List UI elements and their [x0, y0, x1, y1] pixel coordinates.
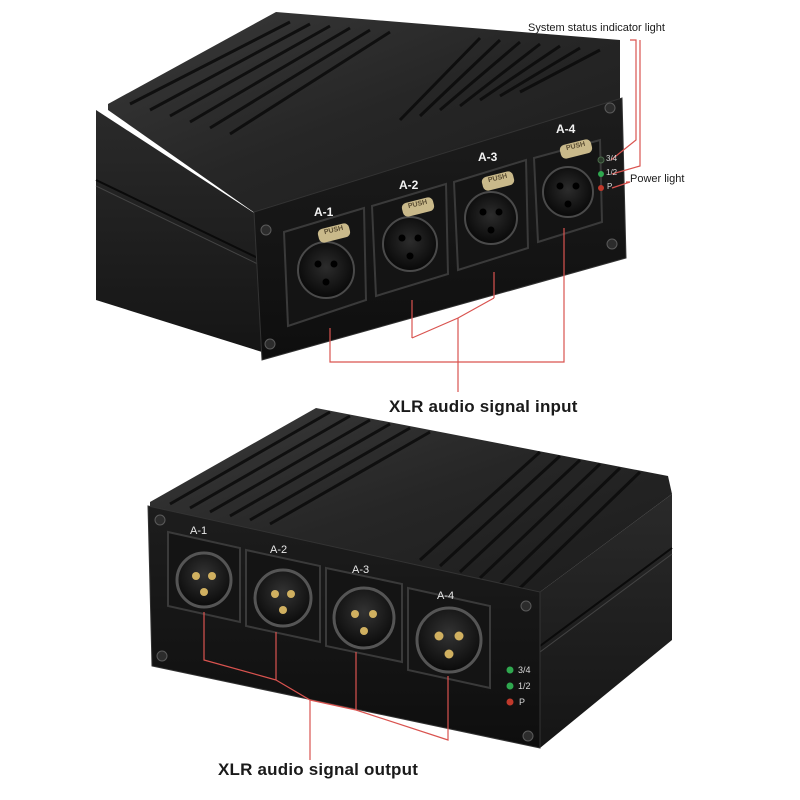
- output-unit-ribs: [169, 410, 642, 590]
- input-led-34-label: 3/4: [606, 154, 618, 163]
- output-led-34-label: 3/4: [518, 665, 531, 675]
- xlr-female-a2: [382, 216, 438, 272]
- xlr-female-a3: [464, 191, 518, 245]
- output-channel-a1-label: A-1: [190, 525, 208, 537]
- input-led-12-label: 1/2: [606, 168, 618, 177]
- output-unit: [147, 408, 673, 760]
- xlr-male-a2: [253, 568, 313, 628]
- output-led-12-label: 1/2: [518, 681, 531, 691]
- input-connectors: [282, 138, 604, 328]
- status-light-callout: System status indicator light: [528, 22, 665, 34]
- output-channel-a2-label: A-2: [270, 544, 288, 556]
- xlr-male-a4: [415, 606, 483, 674]
- output-connectors: [167, 530, 491, 690]
- input-channel-a1-label: A-1: [314, 205, 334, 219]
- output-unit-top-face: [150, 408, 672, 592]
- output-annotation-lines: [203, 612, 449, 760]
- xlr-female-a4: [542, 166, 594, 218]
- output-unit-screws: [154, 514, 534, 742]
- push-latch-a1: [317, 223, 351, 243]
- input-unit-side-face: [96, 110, 262, 352]
- xlr-male-a3: [332, 586, 396, 650]
- input-channel-a2-label: A-2: [399, 178, 419, 192]
- input-unit-ribs: [129, 20, 601, 136]
- output-led-p-label: P: [519, 697, 526, 707]
- input-unit-leds: [597, 156, 605, 191]
- output-callout: XLR audio signal output: [218, 760, 419, 779]
- input-led-p-label: P: [607, 182, 613, 191]
- input-annotation-lines: [329, 39, 641, 392]
- input-unit: [95, 12, 641, 392]
- output-channel-a4-label: A-4: [437, 590, 455, 602]
- input-unit-screws: [260, 102, 618, 350]
- push-latch-a3: [481, 171, 515, 191]
- output-unit-leds: [506, 666, 514, 706]
- power-light-callout: Power light: [630, 173, 685, 185]
- push-latch-a4: [559, 139, 593, 159]
- input-channel-a4-label: A-4: [556, 122, 576, 136]
- xlr-female-a1: [297, 241, 355, 299]
- output-channel-a3-label: A-3: [352, 564, 370, 576]
- input-callout: XLR audio signal input: [389, 397, 578, 416]
- input-channel-a3-label: A-3: [478, 150, 498, 164]
- push-latch-a2: [401, 197, 435, 217]
- xlr-male-a1: [175, 551, 233, 609]
- output-unit-side-face: [540, 494, 672, 748]
